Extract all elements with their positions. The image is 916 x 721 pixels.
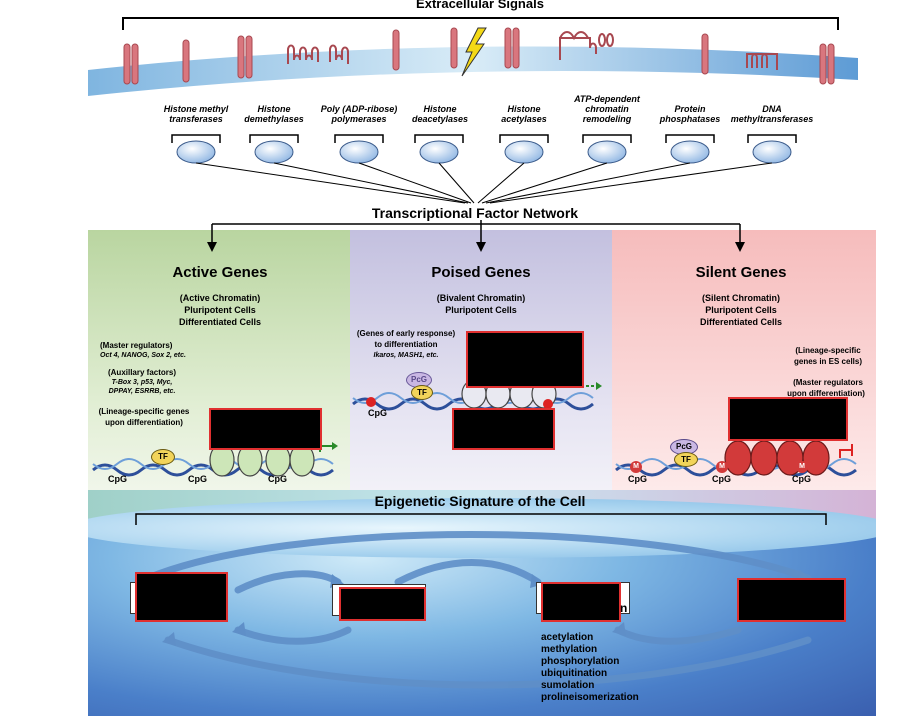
active-lineage2: upon differentiation) [105, 418, 183, 427]
enzyme-label: Histone demethylases [244, 104, 304, 124]
signature-box-partial-label: n [620, 601, 628, 615]
active-aux-list2: DPPAY, ESRRB, etc. [108, 388, 176, 395]
signals-bracket [122, 17, 839, 30]
redacted-block [209, 408, 322, 450]
modification-item: methylation [541, 644, 598, 655]
signature-title: Epigenetic Signature of the Cell [374, 493, 586, 509]
redacted-block [737, 578, 846, 622]
silent-title: Silent Genes [695, 264, 787, 281]
repression-bar [839, 444, 853, 458]
silent-master1: (Master regulators [793, 378, 863, 387]
active-aux-list1: T-Box 3, p53, Myc, [111, 379, 173, 386]
enzyme-ellipse [339, 140, 379, 164]
redacted-block [452, 408, 555, 450]
receptor [392, 29, 400, 71]
tf-badge: TF [151, 449, 175, 465]
enzyme-label: Protein phosphatases [659, 104, 721, 124]
redacted-block [728, 397, 848, 441]
silent-sub2: Pluripotent Cells [705, 305, 777, 315]
coiled-receptor [329, 44, 349, 64]
silent-lineage1: (Lineage-specific [795, 346, 861, 355]
enzyme-label: DNA methyltransferases [730, 104, 814, 124]
methyl-badge: M [630, 461, 642, 473]
modification-item: prolineisomerization [541, 692, 639, 703]
modification-item: phosphorylation [541, 656, 620, 667]
poised-sub2: Pluripotent Cells [445, 305, 517, 315]
cpg-label: CpG [268, 474, 287, 484]
active-title: Active Genes [172, 264, 268, 281]
receptor [237, 35, 245, 79]
pcg-badge: PcG [406, 372, 432, 388]
modification-item: sumolation [541, 680, 595, 691]
cpg-label: CpG [108, 474, 127, 484]
poised-early-list: Ikaros, MASH1, etc. [373, 352, 439, 359]
silent-lineage2: genes in ES cells) [793, 357, 863, 366]
membrane-diagram [88, 17, 858, 204]
receptor [819, 43, 827, 85]
enzyme-ellipse [504, 140, 544, 164]
coiled-receptor [287, 44, 319, 64]
receptor [123, 43, 131, 85]
enzyme-label: Poly (ADP-ribose) polymerases [320, 104, 398, 124]
cpg-label: CpG [368, 408, 387, 418]
enzyme-label: Histone methyl transferases [163, 104, 229, 124]
active-master: (Master regulators) [100, 341, 173, 350]
receptor [450, 27, 458, 69]
active-sub3: Differentiated Cells [178, 317, 262, 327]
active-arrow [319, 445, 334, 452]
network-arrows [207, 220, 745, 252]
active-lineage1: (Lineage-specific genes [98, 407, 190, 416]
enzyme-ellipse [176, 140, 216, 164]
modification-item: acetylation [541, 632, 594, 643]
receptor [701, 33, 709, 75]
lightning-icon [461, 27, 487, 77]
enzyme-label: Histone acetylases [501, 104, 547, 124]
redacted-block [541, 582, 621, 622]
coiled-receptor [559, 37, 597, 60]
receptor [504, 27, 512, 69]
modification-item: ubiquitination [541, 668, 608, 679]
poised-title: Poised Genes [431, 264, 531, 281]
active-sub2: Pluripotent Cells [184, 305, 256, 315]
poised-sub1: (Bivalent Chromatin) [436, 293, 526, 303]
cpg-label: CpG [712, 474, 731, 484]
enzyme-ellipse [752, 140, 792, 164]
redacted-block [135, 572, 228, 622]
silent-sub3: Differentiated Cells [699, 317, 783, 327]
redacted-block [339, 587, 426, 621]
network-title: Transcriptional Factor Network [371, 205, 579, 221]
cpg-label: CpG [628, 474, 647, 484]
silent-sub1: (Silent Chromatin) [702, 293, 780, 303]
active-master-list: Oct 4, NANOG, Sox 2, etc. [100, 352, 186, 359]
enzyme-ellipse [254, 140, 294, 164]
cpg-label: CpG [188, 474, 207, 484]
receptor [182, 39, 190, 83]
enzyme-label: Histone deacetylases [411, 104, 469, 124]
cell-membrane [88, 46, 858, 96]
extracellular-signals-title: Extracellular Signals [416, 0, 544, 11]
methyl-badge: M [716, 461, 728, 473]
coiled-receptor [746, 53, 778, 70]
enzyme-ellipse [419, 140, 459, 164]
cpg-label: CpG [792, 474, 811, 484]
signature-cycle [135, 513, 827, 689]
tf-badge: TF [674, 452, 698, 467]
poised-early2: to differentiation [374, 340, 438, 349]
nucleosome-group [209, 443, 315, 477]
tf-badge: TF [411, 385, 433, 400]
enzyme-ellipse [587, 140, 627, 164]
redacted-block [466, 331, 584, 388]
active-aux: (Auxillary factors) [107, 368, 177, 377]
coiled-receptor [559, 31, 589, 41]
enzyme-label: ATP-dependent chromatin remodeling [574, 94, 640, 124]
poised-early1: (Genes of early response) [356, 329, 456, 338]
silent-master2: upon differentiation) [787, 389, 865, 398]
methyl-badge: M [796, 461, 808, 473]
enzyme-ellipse [670, 140, 710, 164]
active-sub1: (Active Chromatin) [179, 293, 261, 303]
